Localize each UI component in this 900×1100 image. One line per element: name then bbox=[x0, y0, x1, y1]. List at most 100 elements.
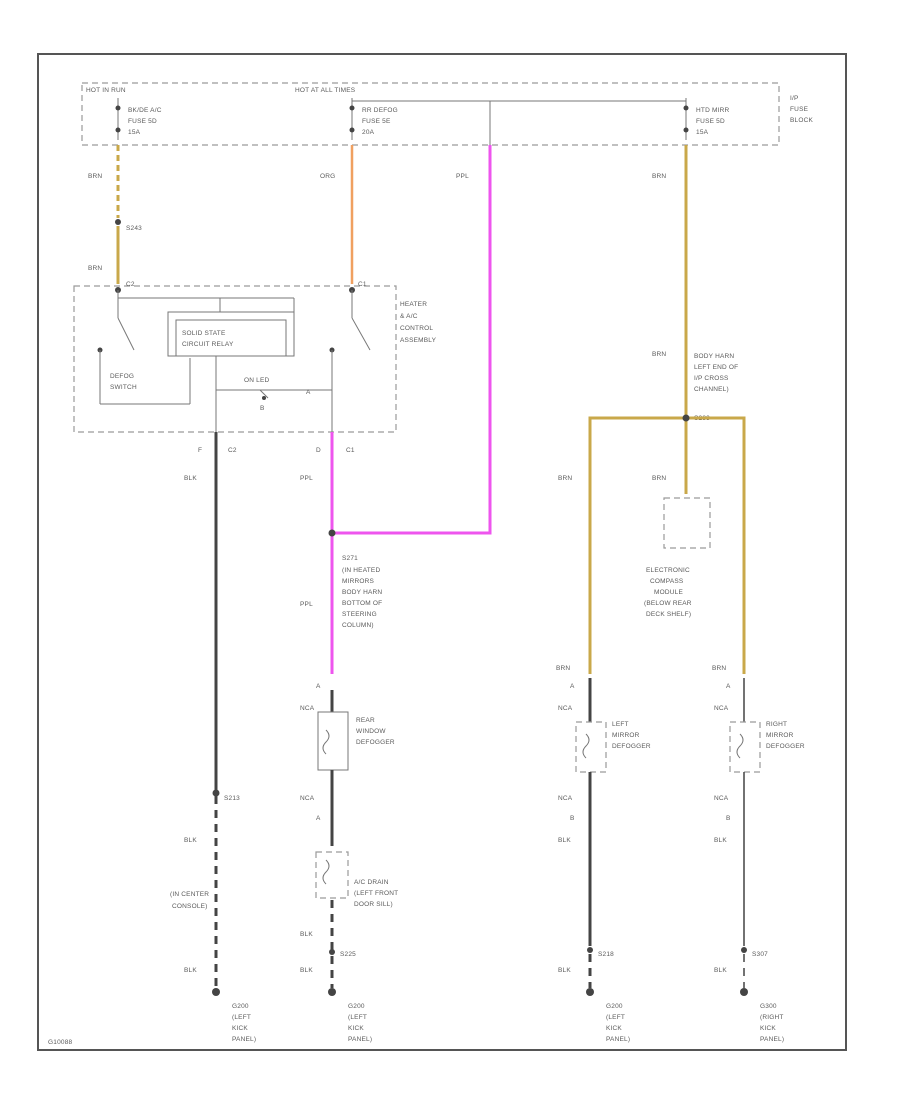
pin-c2-bottom: C2 bbox=[228, 447, 237, 454]
ground-line: (RIGHT bbox=[760, 1014, 784, 1021]
wire-label-nca-2: NCA bbox=[300, 795, 315, 802]
rear-defogger-line: WINDOW bbox=[356, 728, 386, 735]
wire-label-blk-5: BLK bbox=[300, 967, 313, 974]
s203-splice-note: CONSOLE) bbox=[172, 903, 208, 910]
ground-line: PANEL) bbox=[606, 1036, 630, 1043]
pin-f: F bbox=[198, 447, 202, 454]
ground-line: (LEFT bbox=[348, 1014, 367, 1021]
s203-note: (IN CENTER CONSOLE) bbox=[170, 891, 209, 910]
wire-label-blk-9: BLK bbox=[714, 967, 727, 974]
splice-s218: S218 bbox=[598, 951, 614, 958]
wire-label-ppl-2: PPL bbox=[300, 475, 313, 482]
wire-label-brn-1: BRN bbox=[88, 173, 102, 180]
pin-a-drain: A bbox=[316, 815, 321, 822]
ground-line: (LEFT bbox=[606, 1014, 625, 1021]
ground-g1: G200 (LEFT KICK PANEL) bbox=[232, 1003, 256, 1043]
s271-note-line: BODY HARN bbox=[342, 589, 382, 596]
wire-label-brn-4: BRN bbox=[652, 351, 666, 358]
compass-line: (BELOW REAR bbox=[644, 600, 692, 607]
splice-s213: S213 bbox=[224, 795, 240, 802]
wire-label-brn-6: BRN bbox=[652, 475, 666, 482]
ground-line: PANEL) bbox=[760, 1036, 784, 1043]
ground-line: KICK bbox=[606, 1025, 622, 1032]
control-assembly-box bbox=[73, 285, 397, 433]
wire-label-blk-8: BLK bbox=[714, 837, 727, 844]
body-harn-line: CHANNEL) bbox=[694, 386, 729, 393]
fuse-1: BK/DE A/C FUSE 5D 15A bbox=[115, 98, 162, 140]
relay-line: SOLID STATE bbox=[182, 330, 226, 337]
fuse-3-line: FUSE 5D bbox=[696, 118, 725, 125]
wire-label-brn-2: BRN bbox=[88, 265, 102, 272]
body-harn-line: BODY HARN bbox=[694, 353, 734, 360]
wire-label-blk-7: BLK bbox=[558, 967, 571, 974]
ac-drain-label: A/C DRAIN (LEFT FRONT DOOR SILL) bbox=[354, 879, 398, 908]
ground-line: G200 bbox=[606, 1003, 623, 1010]
ground-line: PANEL) bbox=[348, 1036, 372, 1043]
rear-defogger-label: REAR WINDOW DEFOGGER bbox=[356, 717, 395, 746]
pin-a-left: A bbox=[570, 683, 575, 690]
fuse-3: HTD MIRR FUSE 5D 15A bbox=[683, 98, 729, 140]
wire-label-brn-7: BRN bbox=[556, 665, 570, 672]
right-mirror-label: RIGHT MIRROR DEFOGGER bbox=[766, 721, 805, 750]
right-mirror-box bbox=[729, 721, 761, 773]
fuse-1-line: BK/DE A/C bbox=[128, 107, 162, 114]
pin-b: B bbox=[260, 405, 265, 412]
fuse-block-box bbox=[81, 82, 780, 146]
ground-line: KICK bbox=[348, 1025, 364, 1032]
diagram-frame bbox=[37, 53, 847, 1051]
fuse-3-line: 15A bbox=[696, 129, 709, 136]
wire-label-ppl-1: PPL bbox=[456, 173, 469, 180]
fuse-block-name-line: FUSE bbox=[790, 106, 809, 113]
fuse-3-line: HTD MIRR bbox=[696, 107, 729, 114]
s203-splice-note: (IN CENTER bbox=[170, 891, 209, 898]
splice-s271: S271 bbox=[342, 555, 358, 562]
fuse-1-line: FUSE 5D bbox=[128, 118, 157, 125]
ac-drain-line: A/C DRAIN bbox=[354, 879, 389, 886]
rear-defogger-box bbox=[317, 711, 349, 771]
wire-label-nca-6: NCA bbox=[714, 795, 729, 802]
wire-label-blk-1: BLK bbox=[184, 475, 197, 482]
wire-label-nca-4: NCA bbox=[558, 795, 573, 802]
wire-brn-branch bbox=[588, 416, 746, 674]
fuse-1-line: 15A bbox=[128, 129, 141, 136]
body-harn-line: I/P CROSS bbox=[694, 375, 729, 382]
pin-a: A bbox=[306, 389, 311, 396]
ground-g2: G200 (LEFT KICK PANEL) bbox=[348, 1003, 372, 1043]
pin-b-right: B bbox=[726, 815, 731, 822]
wire-label-brn-8: BRN bbox=[712, 665, 726, 672]
wire-label-ppl-3: PPL bbox=[300, 601, 313, 608]
pin-c1-top: C1 bbox=[358, 281, 367, 288]
ground-g4: G300 (RIGHT KICK PANEL) bbox=[760, 1003, 784, 1043]
wire-label-nca-5: NCA bbox=[714, 705, 729, 712]
right-mirror-line: DEFOGGER bbox=[766, 743, 805, 750]
left-mirror-line: LEFT bbox=[612, 721, 629, 728]
fuse-block-name-line: I/P bbox=[790, 95, 799, 102]
left-mirror-line: MIRROR bbox=[612, 732, 640, 739]
wire-label-brn-5: BRN bbox=[558, 475, 572, 482]
relay-line: CIRCUIT RELAY bbox=[182, 341, 234, 348]
fuse-2-line: FUSE 5E bbox=[362, 118, 391, 125]
ground-line: G300 bbox=[760, 1003, 777, 1010]
compass-line: MODULE bbox=[654, 589, 683, 596]
fuse-2-line: RR DEFOG bbox=[362, 107, 398, 114]
ac-drain-line: DOOR SILL) bbox=[354, 901, 393, 908]
s271-note-line: STEERING bbox=[342, 611, 377, 618]
wire-label-brn-3: BRN bbox=[652, 173, 666, 180]
compass-line: DECK SHELF) bbox=[646, 611, 691, 618]
wire-label-blk-4: BLK bbox=[300, 931, 313, 938]
pin-d: D bbox=[316, 447, 321, 454]
fuse-2: RR DEFOG FUSE 5E 20A bbox=[349, 98, 398, 140]
body-harn-note: BODY HARN LEFT END OF I/P CROSS CHANNEL) bbox=[694, 353, 738, 393]
ground-line: G200 bbox=[232, 1003, 249, 1010]
pin-b-left: B bbox=[570, 815, 575, 822]
ground-line: KICK bbox=[760, 1025, 776, 1032]
footer-code: G10088 bbox=[48, 1039, 73, 1046]
s271-note-line: COLUMN) bbox=[342, 622, 374, 629]
compass-line: ELECTRONIC bbox=[646, 567, 690, 574]
defog-switch-label: DEFOG SWITCH bbox=[110, 373, 137, 391]
control-assembly-label: HEATER & A/C CONTROL ASSEMBLY bbox=[400, 301, 436, 344]
control-internal bbox=[97, 287, 371, 432]
ground-line: KICK bbox=[232, 1025, 248, 1032]
s271-note-line: MIRRORS bbox=[342, 578, 375, 585]
